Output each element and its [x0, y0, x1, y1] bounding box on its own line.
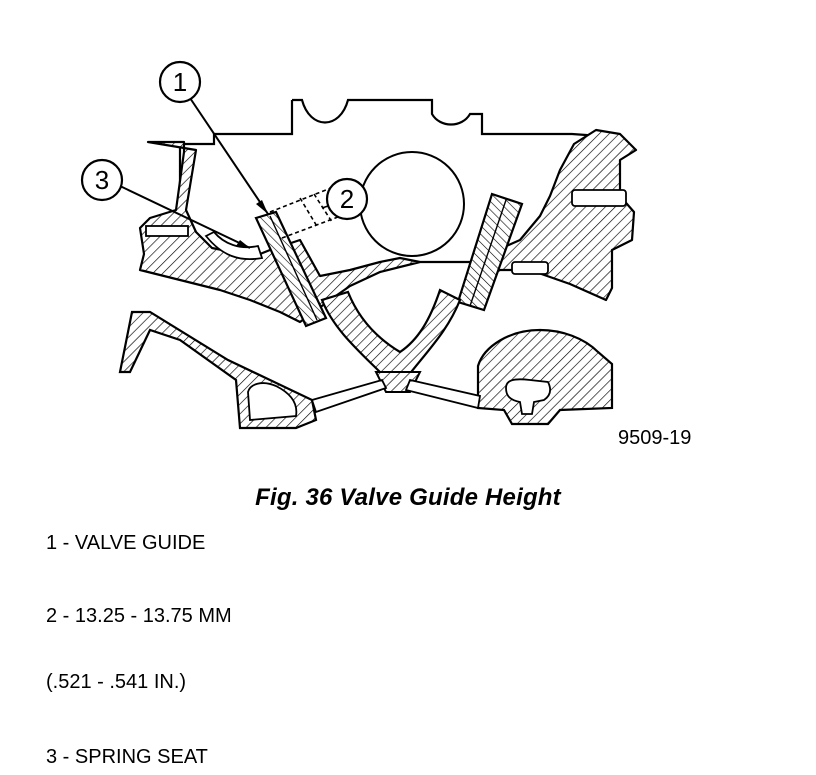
- valve-guide-right: [456, 192, 524, 312]
- legend-item-line: 2 - 13.25 - 13.75 MM: [46, 605, 232, 627]
- lower-left-port-opening: [247, 382, 298, 421]
- spring-seat-pocket: [204, 230, 264, 261]
- figure-caption: Fig. 36 Valve Guide Height: [255, 484, 561, 511]
- valve-guide-left: [254, 210, 328, 328]
- callout-3-number: 3: [95, 165, 109, 195]
- legend-item: 2 - 13.25 - 13.75 MM (.521 - .541 IN.): [46, 561, 232, 737]
- legend-item-line-2: (.521 - .541 IN.): [46, 671, 187, 693]
- valve-guide-right-bore: [469, 199, 507, 307]
- valve-stem-right: [404, 378, 482, 410]
- lower-right-port: [476, 328, 614, 426]
- callout-3-arrowhead: [236, 240, 250, 248]
- guide-height-dimension: [269, 185, 347, 239]
- figure-id: 9509-19: [618, 427, 691, 449]
- legend-list: 1 - VALVE GUIDE 2 - 13.25 - 13.75 MM (.5…: [46, 532, 232, 775]
- callout-1-arrowhead: [256, 200, 268, 214]
- callout-2-number: 2: [340, 184, 354, 214]
- cylinder-head-casting: [138, 128, 638, 324]
- legend-item: 3 - SPRING SEAT: [46, 746, 208, 768]
- oil-passage-left: [145, 225, 189, 237]
- cylinder-head-cross-section-diagram: 1 2 3 9509-19: [80, 60, 691, 449]
- legend-item: 1 - VALVE GUIDE: [46, 532, 206, 554]
- callout-1: 1: [158, 60, 202, 104]
- valve-guide-left-bore: [269, 215, 318, 321]
- callout-3: 3: [80, 158, 124, 202]
- oil-passage-right-upper: [571, 189, 627, 207]
- combustion-chamber-web: [320, 288, 462, 378]
- valve-stem-left: [310, 378, 388, 414]
- callout-2: 2: [325, 177, 369, 221]
- callout-1-number: 1: [173, 67, 187, 97]
- lower-right-port-opening: [505, 378, 551, 415]
- oil-passage-right-lower: [511, 261, 549, 275]
- callout-1-leader: [189, 97, 269, 215]
- camshaft-journal-circle: [359, 151, 465, 257]
- head-upper-outline: [178, 98, 601, 218]
- callout-3-leader: [119, 185, 251, 249]
